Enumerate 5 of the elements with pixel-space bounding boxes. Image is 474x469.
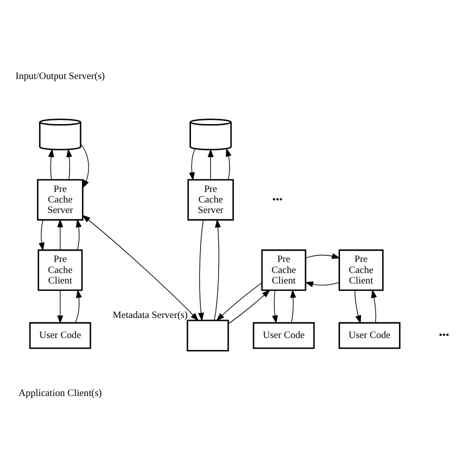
label: ••• <box>438 330 450 341</box>
label: Input/Output Server(s) <box>16 70 105 82</box>
label: ••• <box>272 194 283 205</box>
label: Application Client(s) <box>18 388 102 399</box>
node-label: Metadata Server(s) <box>112 309 188 320</box>
